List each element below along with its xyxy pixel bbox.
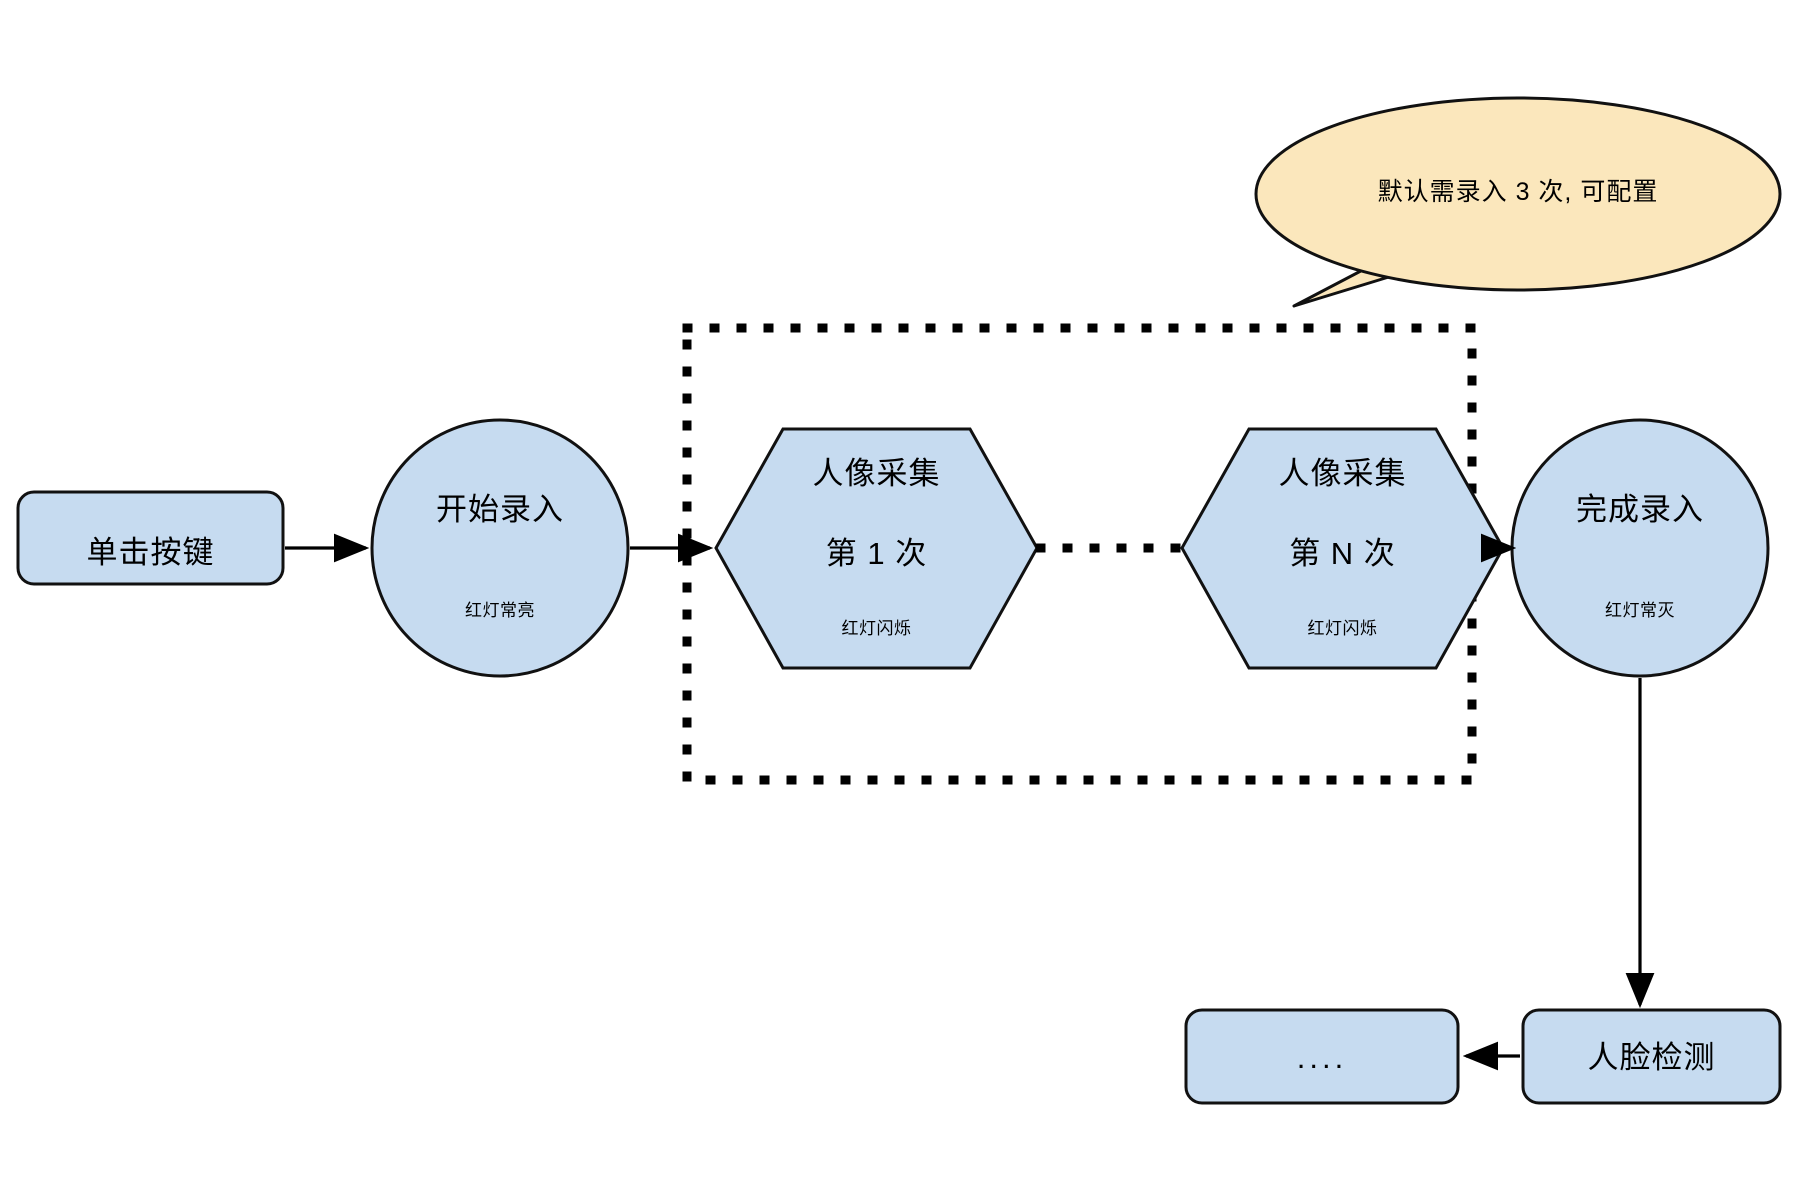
node-start-enroll[interactable]: [370, 418, 630, 678]
node-click-key[interactable]: [16, 490, 285, 586]
callout-bubble: [1254, 96, 1782, 292]
node-more-steps[interactable]: [1184, 1008, 1460, 1105]
node-capture-nth[interactable]: [1180, 427, 1505, 670]
node-capture-first[interactable]: [714, 427, 1039, 670]
node-finish-enroll[interactable]: [1510, 418, 1770, 678]
node-face-detect[interactable]: [1521, 1008, 1782, 1105]
